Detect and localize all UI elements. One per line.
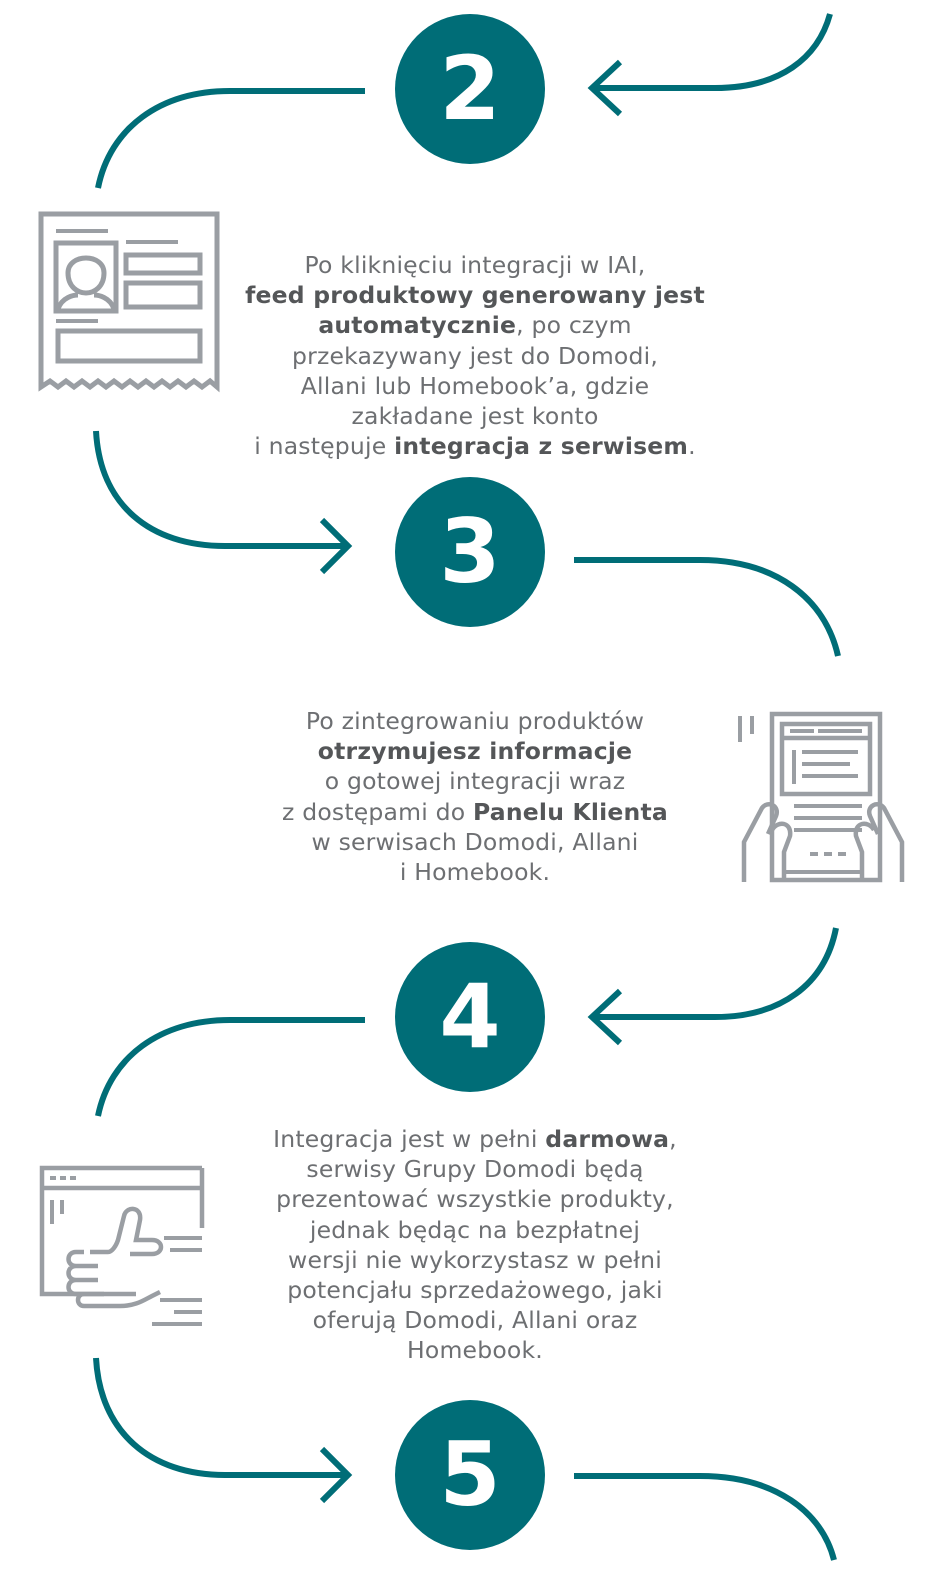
body-text: przekazywany jest do Domodi, <box>291 341 659 370</box>
arrow-head <box>587 59 623 117</box>
body-text: wersji nie wykorzystasz w pełni <box>288 1245 662 1274</box>
description-line: oferują Domodi, Allani oraz <box>210 1305 740 1335</box>
description-line: i Homebook. <box>210 857 740 887</box>
body-text: , <box>669 1125 677 1153</box>
emphasis-text: integracja z serwisem <box>394 432 689 461</box>
connector-line <box>592 13 833 91</box>
description-line: w serwisach Domodi, Allani <box>210 827 740 857</box>
thumbs-up-browser-icon <box>39 1165 206 1330</box>
connector-line <box>93 430 348 549</box>
body-text: Homebook. <box>407 1336 543 1365</box>
description-line: Homebook. <box>210 1335 740 1365</box>
emphasis-text: feed produktowy generowany jest <box>245 281 705 310</box>
body-text: z dostępami do <box>282 797 474 826</box>
body-text: jednak będąc na bezpłatnej <box>309 1215 641 1244</box>
connector-line <box>95 88 365 189</box>
arrow-head <box>319 517 353 575</box>
step-4-description: Integracja jest w pełni darmowa,serwisy … <box>210 1124 740 1366</box>
body-text: Allani lub Homebook’a, gdzie <box>300 371 650 400</box>
description-line: otrzymujesz informacje <box>210 736 740 766</box>
body-text: prezentować wszystkie produkty, <box>276 1185 674 1214</box>
body-text: i Homebook. <box>399 858 551 887</box>
description-line: potencjału sprzedażowego, jaki <box>210 1275 740 1305</box>
description-line: feed produktowy generowany jest <box>210 280 740 310</box>
step-5-badge: 5 <box>395 1400 545 1550</box>
body-text: Po kliknięciu integracji w IAI, <box>304 251 646 279</box>
description-line: Integracja jest w pełni darmowa, <box>210 1124 740 1154</box>
body-text: zakładane jest konto <box>351 402 599 431</box>
arrow-head <box>319 1446 353 1504</box>
description-line: Po zintegrowaniu produktów <box>210 706 740 736</box>
connector-line <box>574 1473 837 1561</box>
connector-line <box>574 557 841 657</box>
description-line: Allani lub Homebook’a, gdzie <box>210 371 740 401</box>
body-text: i następuje <box>254 432 395 461</box>
description-line: prezentować wszystkie produkty, <box>210 1184 740 1214</box>
connector-line <box>93 1357 348 1478</box>
body-text: potencjału sprzedażowego, jaki <box>287 1276 663 1305</box>
connector-line <box>592 927 839 1020</box>
description-line: Po kliknięciu integracji w IAI, <box>210 250 740 280</box>
description-line: automatycznie, po czym <box>210 310 740 340</box>
description-line: jednak będąc na bezpłatnej <box>210 1215 740 1245</box>
emphasis-text: darmowa <box>545 1125 670 1153</box>
step-4-badge: 4 <box>395 942 545 1092</box>
body-text: oferują Domodi, Allani oraz <box>312 1306 638 1335</box>
description-line: z dostępami do Panelu Klienta <box>210 797 740 827</box>
step-2-badge: 2 <box>395 14 545 164</box>
description-line: wersji nie wykorzystasz w pełni <box>210 1245 740 1275</box>
body-text: serwisy Grupy Domodi będą <box>306 1155 644 1184</box>
emphasis-text: otrzymujesz informacje <box>317 737 633 766</box>
body-text: . <box>688 432 696 461</box>
body-text: o gotowej integracji wraz <box>324 767 626 796</box>
arrow-head <box>587 988 623 1046</box>
body-text: , po czym <box>516 311 632 340</box>
step-2-description: Po kliknięciu integracji w IAI,feed prod… <box>210 250 740 461</box>
description-line: o gotowej integracji wraz <box>210 766 740 796</box>
connector-line <box>95 1017 365 1117</box>
description-line: przekazywany jest do Domodi, <box>210 341 740 371</box>
body-text: Integracja jest w pełni <box>273 1125 546 1153</box>
body-text: Po zintegrowaniu produktów <box>305 707 645 735</box>
description-line: serwisy Grupy Domodi będą <box>210 1154 740 1184</box>
step-3-badge: 3 <box>395 477 545 627</box>
description-line: i następuje integracja z serwisem. <box>210 431 740 461</box>
tablet-in-hands-icon <box>738 711 908 884</box>
emphasis-text: Panelu Klienta <box>473 797 668 826</box>
body-text: w serwisach Domodi, Allani <box>311 827 639 856</box>
description-line: zakładane jest konto <box>210 401 740 431</box>
profile-document-icon <box>38 211 220 393</box>
emphasis-text: automatycznie <box>318 311 517 340</box>
